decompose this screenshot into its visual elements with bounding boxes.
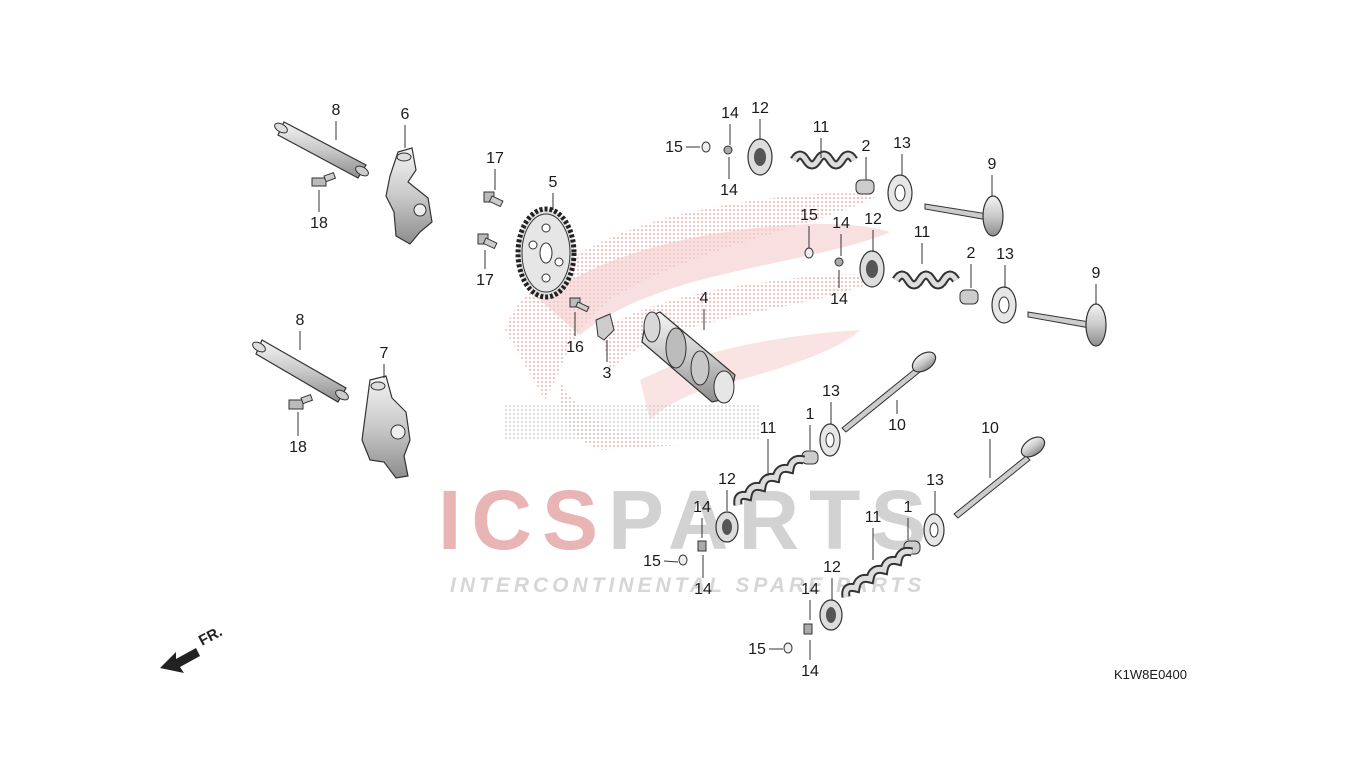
valve-spring-11-a [790,150,858,170]
callout-label-11: 11 [760,420,777,437]
leader-lines [297,119,1097,660]
bolt-17-lower [477,233,498,250]
callout-label-17: 17 [476,272,494,289]
valve-seal-12-d [819,599,843,631]
clip-15-d [783,642,793,654]
callout-label-11: 11 [865,509,882,526]
valve-9-b [1027,303,1107,347]
callout-label-13: 13 [893,135,911,152]
callout-label-12: 12 [864,211,882,228]
callout-label-9: 9 [1092,265,1101,282]
callout-label-14: 14 [721,105,739,122]
callout-label-14: 14 [720,182,738,199]
callout-label-12: 12 [823,559,841,576]
spring-retainer-13-a [887,174,913,212]
callout-label-5: 5 [549,174,558,191]
valve-spring-11-b [892,270,960,290]
callout-label-1: 1 [904,499,913,516]
callout-label-6: 6 [401,106,410,123]
rocker-arm-shaft-lower [252,339,349,403]
rocker-arm-upper [385,147,433,245]
valve-seal-12-b [859,250,885,288]
clip-15-b [804,247,814,259]
spring-retainer-13-c [819,423,841,457]
cotter-14-a [723,145,733,155]
spring-retainer-13-b [991,286,1017,324]
camshaft [641,311,736,404]
callout-label-11: 11 [813,119,830,136]
clip-15-a [701,141,711,153]
valve-stem-seal-2-a [855,179,875,195]
valve-spring-11-d [841,546,914,598]
front-direction-arrow-icon: FR. [160,623,225,673]
callout-label-14: 14 [801,663,819,680]
callout-label-15: 15 [665,139,683,156]
callout-label-15: 15 [643,553,661,570]
callout-label-16: 16 [566,339,584,356]
callout-label-8: 8 [332,102,341,119]
callout-label-14: 14 [693,499,711,516]
callout-label-13: 13 [822,383,840,400]
callout-label-7: 7 [380,345,389,362]
callout-label-2: 2 [967,245,976,262]
bolt-18-upper [311,171,337,187]
callout-label-18: 18 [289,439,307,456]
decompressor-plate [595,313,615,341]
valve-seal-12-c [715,511,739,543]
cotter-14-d [803,623,813,635]
valve-10-a [841,351,937,433]
callout-label-11: 11 [914,224,931,241]
callout-label-18: 18 [310,215,328,232]
callout-label-3: 3 [603,365,612,382]
callout-label-14: 14 [801,581,819,598]
callout-label-12: 12 [718,471,736,488]
callout-label-10: 10 [981,420,999,437]
drawing-code: K1W8E0400 [1114,667,1187,682]
cotter-14-b [834,257,844,267]
callout-label-8: 8 [296,312,305,329]
callout-label-13: 13 [996,246,1014,263]
rocker-arm-lower [361,375,411,479]
bolt-18-lower [288,393,314,410]
callout-label-1: 1 [806,406,815,423]
front-direction-label: FR. [196,623,225,649]
wing-logo-watermark [505,193,890,450]
callout-label-4: 4 [700,290,709,307]
callout-label-14: 14 [832,215,850,232]
callout-label-10: 10 [888,417,906,434]
rocker-arm-shaft-upper [274,121,369,179]
callout-label-15: 15 [748,641,766,658]
cotter-14-c [697,540,707,552]
watermark-tagline: INTERCONTINENTAL SPARE PARTS [450,574,926,597]
spring-retainer-13-d [923,513,945,547]
callout-label-13: 13 [926,472,944,489]
valve-seal-12-a [747,138,773,176]
bolt-16 [569,297,590,313]
leader-line [663,560,679,563]
valve-stem-seal-2-b [959,289,979,305]
callout-label-9: 9 [988,156,997,173]
valve-9-a [924,195,1004,237]
callout-label-15: 15 [800,207,818,224]
valve-10-b [953,436,1046,519]
cam-sprocket [515,206,577,300]
valve-spring-11-c [733,454,806,506]
callout-label-17: 17 [486,150,504,167]
callout-label-14: 14 [694,581,712,598]
callout-label-12: 12 [751,100,769,117]
watermark-brand-part-a: ICS [438,473,609,567]
callout-label-14: 14 [830,291,848,308]
clip-15-c [678,554,688,566]
callout-label-2: 2 [862,138,871,155]
bolt-17-upper [483,191,504,208]
